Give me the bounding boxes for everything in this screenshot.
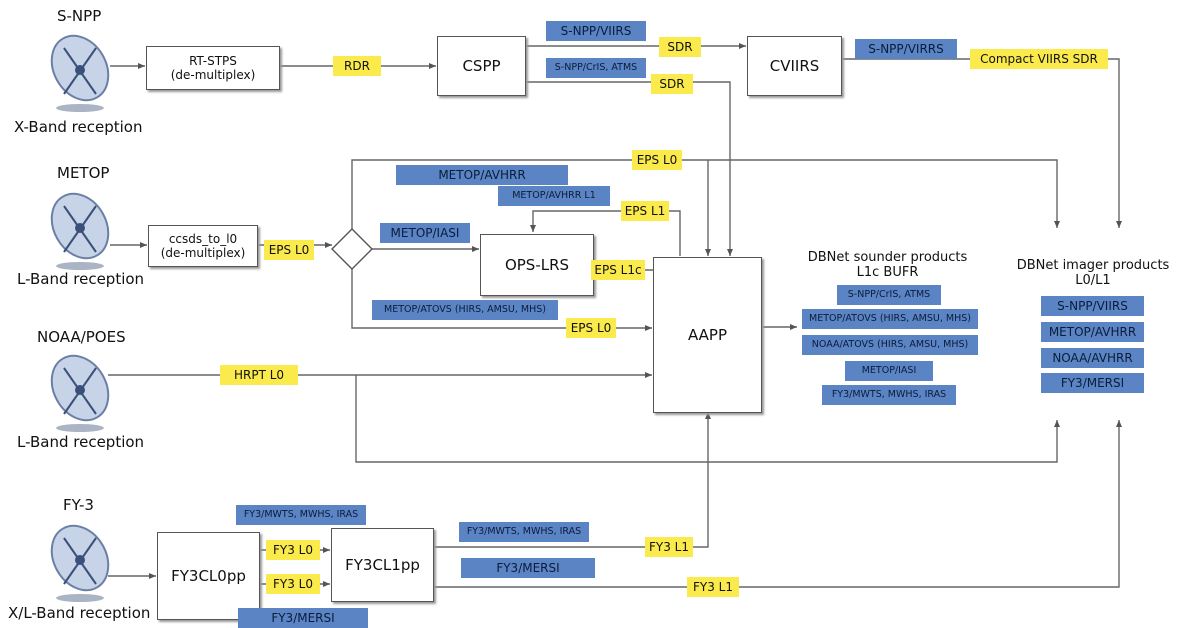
satellite-dish-icon [50, 192, 110, 270]
line-cspp-sdr-to-aapp [524, 81, 733, 256]
label-eps-l1: EPS L1 [621, 201, 669, 221]
label-sdr-cris: SDR [651, 74, 693, 94]
sounder-products-title: DBNet sounder products L1c BUFR [800, 250, 975, 280]
line-diamond-top-branch [351, 159, 1060, 229]
sounder-product-item: NOAA/ATOVS (HIRS, AMSU, MHS) [802, 335, 978, 355]
decision-diamond [331, 228, 373, 270]
line-diamond-bottom-branch [351, 262, 652, 331]
line-cl1-to-imager [432, 420, 1122, 588]
sounder-products-title-line1: DBNet sounder products [807, 250, 968, 265]
box-ccsds: ccsds_to_l0 (de-multiplex) [148, 225, 258, 267]
imager-products-title: DBNet imager products L0/L1 [1008, 258, 1178, 288]
box-ccsds-line1: ccsds_to_l0 [168, 232, 238, 246]
label-snpp-cris-atms: S-NPP/CrIS, ATMS [546, 58, 646, 78]
label-snpp-virrs: S-NPP/VIRRS [855, 39, 957, 59]
line-noaa-to-imager [355, 375, 1060, 463]
line-cviirs-to-imager [840, 58, 1122, 228]
label-fy3-l1-top: FY3 L1 [645, 537, 693, 557]
box-fy3cl0pp: FY3CL0pp [157, 532, 260, 620]
source-reception-fy3: X/L-Band reception [8, 604, 151, 622]
imager-product-item: NOAA/AVHRR [1041, 348, 1144, 368]
label-fy3-l0-bottom: FY3 L0 [266, 574, 320, 594]
label-fy3-l0-top: FY3 L0 [266, 540, 320, 560]
source-reception-noaa: L-Band reception [17, 433, 145, 451]
label-fy3-mwts-mid: FY3/MWTS, MWHS, IRAS [459, 522, 589, 542]
box-rtstps: RT-STPS (de-multiplex) [146, 46, 280, 90]
box-cspp: CSPP [437, 36, 526, 96]
imager-product-item: S-NPP/VIIRS [1041, 296, 1144, 316]
label-metop-atovs: METOP/ATOVS (HIRS, AMSU, MHS) [372, 300, 558, 320]
imager-product-item: FY3/MERSI [1041, 373, 1144, 393]
imager-products-title-line1: DBNet imager products [1016, 258, 1170, 273]
label-metop-iasi: METOP/IASI [380, 223, 470, 243]
source-name-noaa: NOAA/POES [37, 328, 126, 346]
sounder-product-item: FY3/MWTS, MWHS, IRAS [822, 385, 956, 405]
label-metop-avhrr-l1: METOP/AVHRR L1 [498, 186, 610, 206]
imager-products-title-line2: L0/L1 [1075, 273, 1111, 288]
box-ccsds-line2: (de-multiplex) [160, 246, 246, 260]
label-eps-l0-top: EPS L0 [632, 150, 682, 170]
satellite-dish-icon [50, 34, 110, 112]
box-rtstps-line1: RT-STPS [189, 54, 237, 68]
sounder-products-title-line2: L1c BUFR [856, 265, 919, 280]
label-metop-avhrr: METOP/AVHRR [396, 165, 568, 185]
label-snpp-viirs: S-NPP/VIIRS [546, 21, 646, 41]
label-compact-viirs-sdr: Compact VIIRS SDR [970, 49, 1108, 69]
box-rtstps-line2: (de-multiplex) [170, 68, 256, 82]
source-name-fy3: FY-3 [63, 496, 94, 514]
line-cl1-to-aapp [432, 412, 711, 548]
box-ops-lrs: OPS-LRS [480, 234, 594, 296]
sounder-product-item: S-NPP/CrIS, ATMS [837, 285, 941, 305]
label-fy3-mwts-top: FY3/MWTS, MWHS, IRAS [236, 505, 366, 525]
satellite-dish-icon [50, 354, 110, 432]
imager-product-item: METOP/AVHRR [1041, 322, 1144, 342]
label-fy3-l1-bottom: FY3 L1 [687, 577, 739, 597]
sounder-product-item: METOP/IASI [845, 361, 933, 381]
label-fy3-mersi-mid: FY3/MERSI [461, 558, 595, 578]
box-aapp: AAPP [653, 257, 762, 413]
label-rdr: RDR [333, 56, 381, 76]
sounder-product-item: METOP/ATOVS (HIRS, AMSU, MHS) [802, 309, 978, 329]
label-hrpt-l0: HRPT L0 [220, 365, 298, 385]
label-fy3-mersi-bottom: FY3/MERSI [238, 608, 368, 628]
box-fy3cl1pp: FY3CL1pp [331, 528, 434, 602]
label-sdr-viirs: SDR [659, 37, 701, 57]
label-eps-l1c: EPS L1c [591, 260, 645, 280]
source-reception-snpp: X-Band reception [14, 118, 143, 136]
satellite-dish-icon [50, 524, 110, 602]
label-eps-l0-atovs: EPS L0 [566, 318, 616, 338]
line-eps-l1-to-avhrr-l1 [530, 210, 681, 256]
source-name-snpp: S-NPP [57, 7, 102, 25]
box-cviirs: CVIIRS [747, 36, 842, 96]
source-reception-metop: L-Band reception [17, 270, 145, 288]
source-name-metop: METOP [57, 164, 110, 182]
label-eps-l0-ccsds: EPS L0 [264, 240, 314, 260]
